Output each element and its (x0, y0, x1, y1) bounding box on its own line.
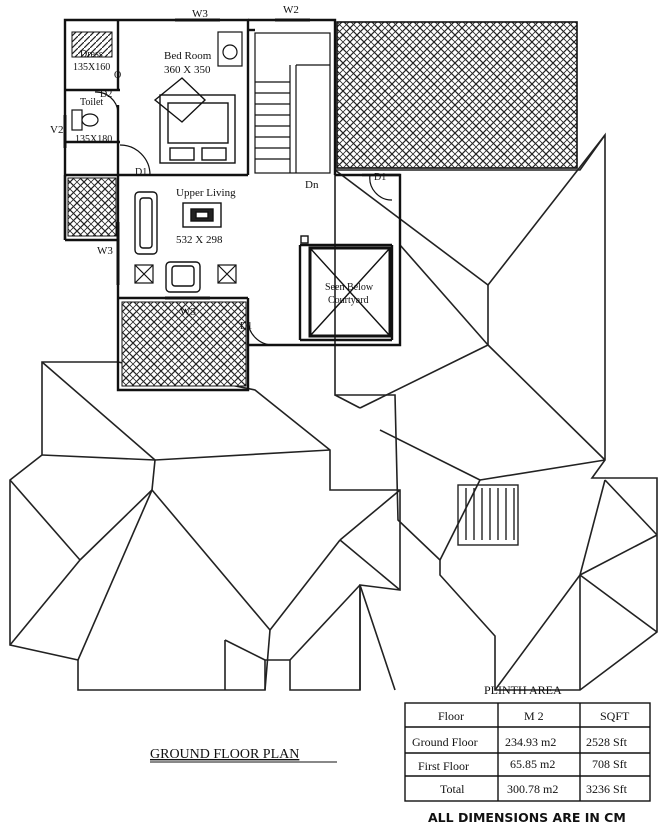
label-toilet: Toilet (80, 97, 103, 108)
footer-note: ALL DIMENSIONS ARE IN CM (428, 810, 626, 825)
plinth-cell: 2528 Sft (586, 735, 628, 749)
lattice-panel-bottom (121, 301, 247, 387)
label-w3-left: W3 (97, 245, 113, 257)
label-w3-top: W3 (192, 8, 208, 20)
label-toilet-dim: 135X180 (75, 134, 112, 145)
label-o: O (114, 70, 121, 81)
courtyard-void (300, 235, 392, 338)
plinth-cell: Ground Floor (412, 735, 478, 749)
label-d1-left: D1 (135, 167, 147, 178)
armchair (165, 261, 201, 293)
label-w2-top: W2 (283, 4, 299, 16)
plinth-table (404, 702, 651, 802)
label-seen-below-1: Seen Below (325, 282, 374, 293)
plan-title: GROUND FLOOR PLAN (150, 747, 299, 762)
plinth-cell: 708 Sft (592, 757, 628, 771)
label-bedroom-dim: 360 X 350 (164, 64, 211, 76)
bed (153, 77, 236, 164)
side-tables (134, 264, 237, 284)
plinth-cell: 300.78 m2 (507, 782, 558, 796)
plinth-cell: Total (440, 782, 465, 796)
staircase (254, 32, 331, 174)
label-living-dim: 532 X 298 (176, 234, 223, 246)
label-dress: Dress (80, 49, 103, 60)
label-d1-bottom: D1 (240, 321, 252, 332)
coffee-table (182, 202, 222, 228)
lattice-roof-top (336, 21, 578, 169)
sofa (134, 191, 158, 255)
label-bedroom: Bed Room (164, 50, 212, 62)
plinth-title: PLINTH AREA (484, 683, 562, 697)
label-dn: Dn (305, 179, 319, 191)
windows (63, 18, 310, 300)
plinth-header-floor: Floor (438, 709, 464, 723)
dress-wardrobe (71, 31, 113, 58)
plinth-header-sqft: SQFT (600, 709, 630, 723)
label-d1-right: D1 (374, 172, 386, 183)
lattice-panel-left (67, 177, 117, 237)
plinth-header-m2: M 2 (524, 709, 544, 723)
plinth-cell: 234.93 m2 (505, 735, 556, 749)
doors (94, 91, 393, 346)
label-v2: V2 (50, 124, 63, 136)
label-seen-below-2: Courtyard (328, 295, 369, 306)
label-d2: D2 (100, 89, 112, 100)
toilet-fixture (71, 109, 99, 131)
porch-columns (457, 484, 519, 546)
plinth-cell: 65.85 m2 (510, 757, 555, 771)
label-upper-living: Upper Living (176, 187, 236, 199)
roof-outline (9, 132, 658, 691)
plinth-cell: First Floor (418, 759, 469, 773)
plinth-cell: 3236 Sft (586, 782, 628, 796)
wash-basin (217, 31, 243, 67)
label-dress-dim: 135X160 (73, 62, 110, 73)
label-w3-bottom: W3 (180, 306, 196, 318)
